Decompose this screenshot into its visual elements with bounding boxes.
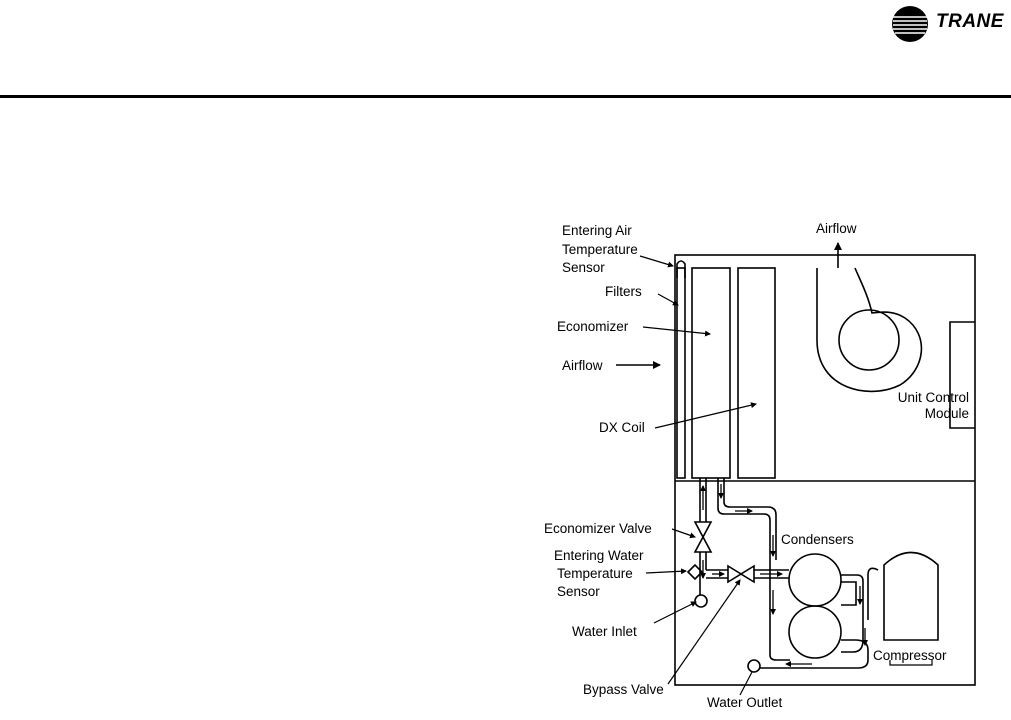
unit-control-module [949, 321, 975, 429]
label-airflow-in: Airflow [562, 358, 603, 373]
unit-cabinet [674, 254, 976, 686]
label-unit-control-module-2: Module [925, 406, 969, 421]
brand-name: TRANE [936, 11, 1004, 32]
water-outlet [747, 659, 761, 673]
dx-coil [737, 267, 776, 479]
label-water-inlet: Water Inlet [572, 624, 637, 639]
entering-air-temp-sensor [676, 260, 686, 278]
label-unit-control-module-1: Unit Control [898, 390, 969, 405]
blower-wheel [838, 309, 900, 371]
label-water-outlet: Water Outlet [707, 695, 783, 710]
entering-water-temp-sensor [686, 563, 704, 581]
bypass-valve [727, 564, 755, 584]
condenser-lower [788, 605, 842, 659]
label-economizer-valve: Economizer Valve [544, 521, 652, 536]
label-entering-water-temp-sensor-2: Temperature [557, 566, 633, 581]
label-entering-air-temp-sensor-2: Temperature [562, 242, 638, 257]
economizer-valve [693, 521, 713, 553]
label-airflow-out: Airflow [816, 221, 857, 236]
label-dx-coil: DX Coil [599, 420, 645, 435]
label-entering-water-temp-sensor-1: Entering Water [554, 548, 644, 563]
trane-globe-logo-icon [892, 6, 928, 42]
label-entering-water-temp-sensor-3: Sensor [557, 584, 600, 599]
label-entering-air-temp-sensor-1: Entering Air [562, 223, 632, 238]
condenser-upper [788, 553, 842, 607]
water-inlet [694, 594, 708, 608]
label-compressor: Compressor [873, 648, 947, 663]
label-entering-air-temp-sensor-3: Sensor [562, 260, 605, 275]
header-divider [0, 95, 1011, 98]
label-filters: Filters [605, 284, 642, 299]
economizer-coil [691, 267, 731, 479]
filters [676, 267, 686, 479]
blower-housing [816, 267, 923, 393]
label-bypass-valve: Bypass Valve [583, 682, 664, 697]
label-economizer: Economizer [557, 319, 629, 334]
label-condensers: Condensers [781, 532, 854, 547]
compressor [883, 551, 939, 641]
